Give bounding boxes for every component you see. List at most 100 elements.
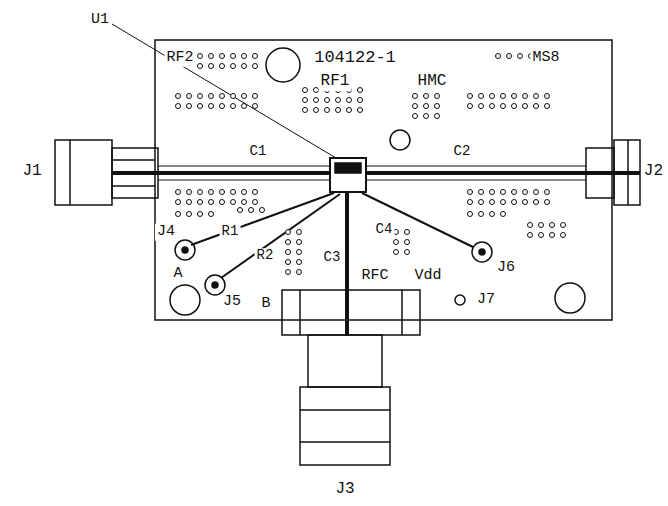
signal-name: Vdd xyxy=(412,268,443,285)
via xyxy=(358,98,363,103)
via xyxy=(297,250,302,255)
via xyxy=(468,94,473,99)
via xyxy=(358,108,363,113)
via xyxy=(405,230,410,235)
via xyxy=(550,223,555,228)
via xyxy=(523,190,528,195)
via xyxy=(496,54,501,59)
via xyxy=(545,200,550,205)
via xyxy=(253,64,258,69)
part-reference: C2 xyxy=(452,144,473,159)
part-reference: C3 xyxy=(322,250,343,265)
chip-marking xyxy=(335,163,361,173)
via xyxy=(518,54,523,59)
connector-pin-line xyxy=(112,159,155,161)
via xyxy=(534,200,539,205)
via xyxy=(545,190,550,195)
via xyxy=(198,190,203,195)
via xyxy=(209,104,214,109)
via xyxy=(512,190,517,195)
test-pad-center xyxy=(212,282,218,288)
signal-name: B xyxy=(259,296,272,313)
via xyxy=(249,208,254,213)
signal-name: A xyxy=(171,266,184,283)
connector-name: J2 xyxy=(642,163,665,181)
via xyxy=(198,54,203,59)
test-pad xyxy=(472,242,492,262)
via xyxy=(187,104,192,109)
via xyxy=(413,114,418,119)
via xyxy=(468,212,473,217)
via xyxy=(286,240,291,245)
via xyxy=(297,240,302,245)
via xyxy=(528,233,533,238)
via xyxy=(242,94,247,99)
via xyxy=(242,200,247,205)
mounting-hole xyxy=(390,130,410,150)
via xyxy=(561,223,566,228)
via xyxy=(198,212,203,217)
via xyxy=(198,94,203,99)
via xyxy=(424,114,429,119)
via xyxy=(231,94,236,99)
via xyxy=(187,94,192,99)
part-reference: C4 xyxy=(374,222,395,237)
connector-nut-line xyxy=(300,409,390,411)
via xyxy=(238,208,243,213)
via xyxy=(325,108,330,113)
via xyxy=(187,200,192,205)
via xyxy=(314,98,319,103)
via xyxy=(501,104,506,109)
connector-nut xyxy=(300,387,390,465)
test-pad-center xyxy=(182,247,188,253)
connector-pin-line xyxy=(112,185,155,187)
port-name: RF2 xyxy=(164,50,195,67)
board-marking: RF1 xyxy=(319,73,352,91)
control-trace xyxy=(191,193,334,245)
via xyxy=(198,104,203,109)
via xyxy=(286,260,291,265)
via xyxy=(501,190,506,195)
via xyxy=(231,190,236,195)
via xyxy=(242,54,247,59)
via xyxy=(435,104,440,109)
via xyxy=(231,200,236,205)
via xyxy=(468,190,473,195)
rf-trace xyxy=(345,192,349,335)
via xyxy=(490,200,495,205)
via xyxy=(325,98,330,103)
via xyxy=(209,190,214,195)
connector-body xyxy=(55,140,112,205)
via xyxy=(501,212,506,217)
via xyxy=(435,94,440,99)
via xyxy=(209,94,214,99)
via xyxy=(347,98,352,103)
via xyxy=(394,240,399,245)
connector-name: J7 xyxy=(475,292,497,309)
part-reference: C1 xyxy=(248,144,269,159)
connector-name: J1 xyxy=(20,163,43,181)
board-marking: HMC xyxy=(416,73,449,91)
via xyxy=(187,190,192,195)
connector-name: J3 xyxy=(333,481,356,499)
via xyxy=(220,64,225,69)
via xyxy=(424,94,429,99)
part-reference: R1 xyxy=(220,224,241,239)
connector-name: J4 xyxy=(155,224,177,241)
connector-pin-line xyxy=(299,290,301,335)
via xyxy=(176,104,181,109)
via xyxy=(512,94,517,99)
ground-edge xyxy=(158,180,586,181)
connector-pin-line xyxy=(401,290,403,335)
board-number: 104122-1 xyxy=(312,49,398,68)
via xyxy=(347,108,352,113)
via xyxy=(231,64,236,69)
via xyxy=(534,94,539,99)
via xyxy=(394,250,399,255)
connector-name: J6 xyxy=(495,260,517,277)
via xyxy=(253,94,258,99)
part-reference: U1 xyxy=(89,12,111,29)
via xyxy=(405,250,410,255)
via xyxy=(424,104,429,109)
